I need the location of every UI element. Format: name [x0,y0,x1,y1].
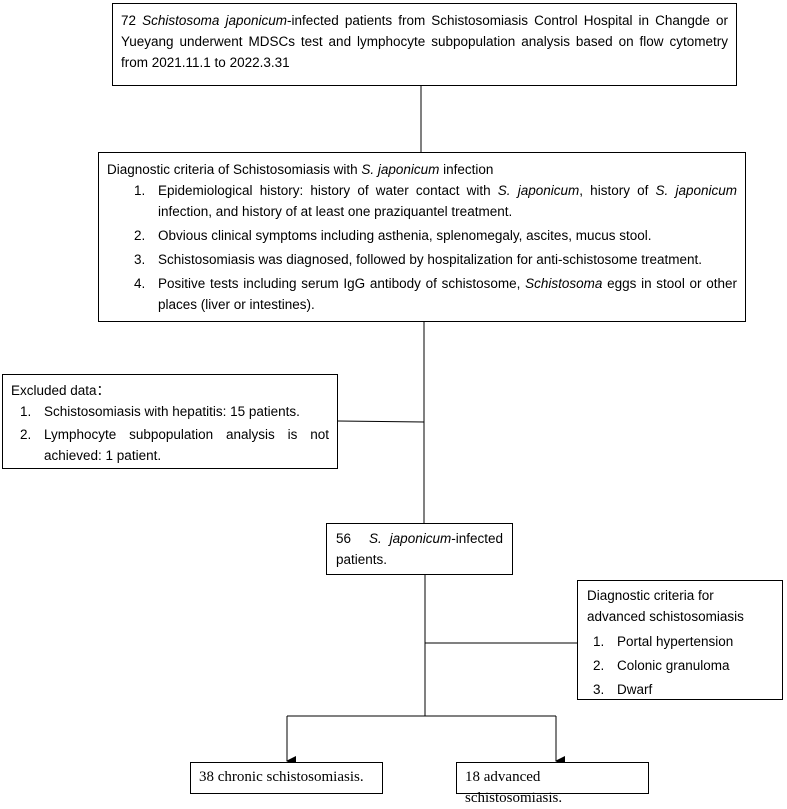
criteria-item-text: Obvious clinical symptoms including asth… [158,228,652,243]
criteria-item-text: Schistosomiasis was diagnosed, followed … [158,252,703,267]
criteria-title-prefix: Diagnostic criteria of Schistosomiasis w… [107,162,362,177]
advanced-item-text: Dwarf [617,682,653,697]
advanced-item-text: Portal hypertension [617,634,734,649]
diagnostic-criteria-list: 1. Epidemiological history: history of wa… [134,180,738,315]
chronic-outcome-text: 38 chronic schistosomiasis. [199,769,364,785]
criteria-item-number: 4. [134,276,146,291]
diagnostic-criteria-title: Diagnostic criteria of Schistosomiasis w… [107,159,737,180]
advanced-item-text: Colonic granuloma [617,658,730,673]
advanced-item-number: 2. [593,658,605,673]
infected-description: -infected patients. [336,531,503,567]
initial-cohort-box: 72 Schistosoma japonicum-infected patien… [112,3,737,86]
initial-cohort-species: Schistosoma japonicum [142,13,287,28]
criteria-item-species: S. japonicum [655,183,738,198]
infected-species: S. japonicum [369,531,452,546]
excluded-item-number: 1. [20,404,32,419]
advanced-outcome-box: 18 advanced schistosomiasis. [456,762,649,806]
criteria-title-suffix: infection [439,162,494,177]
connector-excluded-branch [337,420,425,423]
criteria-item-species: Schistosoma [525,276,603,291]
excluded-item: 2. Lymphocyte subpopulation analysis is n… [20,424,329,466]
advanced-criteria-box: Diagnostic criteria for advanced schisto… [577,580,783,700]
initial-cohort-description: -infected patients from Schistosomiasis … [121,13,728,70]
advanced-criteria-item: 3. Dwarf [593,679,773,700]
criteria-item: 4. Positive tests including serum IgG ant… [134,273,738,315]
excluded-item-text: Schistosomiasis with hepatitis: 15 patie… [44,404,300,419]
chronic-outcome-box: 38 chronic schistosomiasis. [190,762,383,794]
diagnostic-criteria-box: Diagnostic criteria of Schistosomiasis w… [98,152,746,322]
excluded-item-text: Lymphocyte subpopulation analysis is not… [44,427,329,463]
advanced-criteria-item: 2. Colonic granuloma [593,655,773,676]
excluded-item: 1. Schistosomiasis with hepatitis: 15 pat… [20,401,329,422]
advanced-item-number: 1. [593,634,605,649]
criteria-item-text: , history of [579,183,656,198]
excluded-data-title: Excluded data： [11,383,111,398]
advanced-criteria-title: Diagnostic criteria for advanced schisto… [587,588,744,624]
advanced-item-number: 3. [593,682,605,697]
criteria-item-number: 3. [134,252,146,267]
initial-cohort-count: 72 [121,13,137,28]
infected-patients-box: 56 S. japonicum-infected patients. [326,523,513,575]
excluded-item-number: 2. [20,427,32,442]
advanced-criteria-list: 1. Portal hypertension 2. Colonic granulom… [593,631,773,700]
criteria-item: 1. Epidemiological history: history of wa… [134,180,738,222]
criteria-item-species: S. japonicum [497,183,580,198]
criteria-item-text: infection, and history of at least one p… [158,204,513,219]
advanced-outcome-text: 18 advanced schistosomiasis. [465,769,563,806]
criteria-item-text: Positive tests including serum IgG antib… [158,276,526,291]
criteria-item-number: 2. [134,228,146,243]
criteria-item: 3. Schistosomiasis was diagnosed, followe… [134,249,737,270]
excluded-data-box: Excluded data： 1. Schistosomiasis with he… [2,374,338,469]
criteria-title-species: S. japonicum [361,162,440,177]
infected-count: 56 [336,531,352,546]
excluded-data-list: 1. Schistosomiasis with hepatitis: 15 pat… [20,401,329,466]
criteria-item-number: 1. [134,183,146,198]
criteria-item-text: Epidemiological history: history of wate… [158,183,498,198]
criteria-item-text: eggs in stool or other places (liver or … [158,276,738,312]
criteria-item: 2. Obvious clinical symptoms including as… [134,225,737,246]
advanced-criteria-item: 1. Portal hypertension [593,631,773,652]
